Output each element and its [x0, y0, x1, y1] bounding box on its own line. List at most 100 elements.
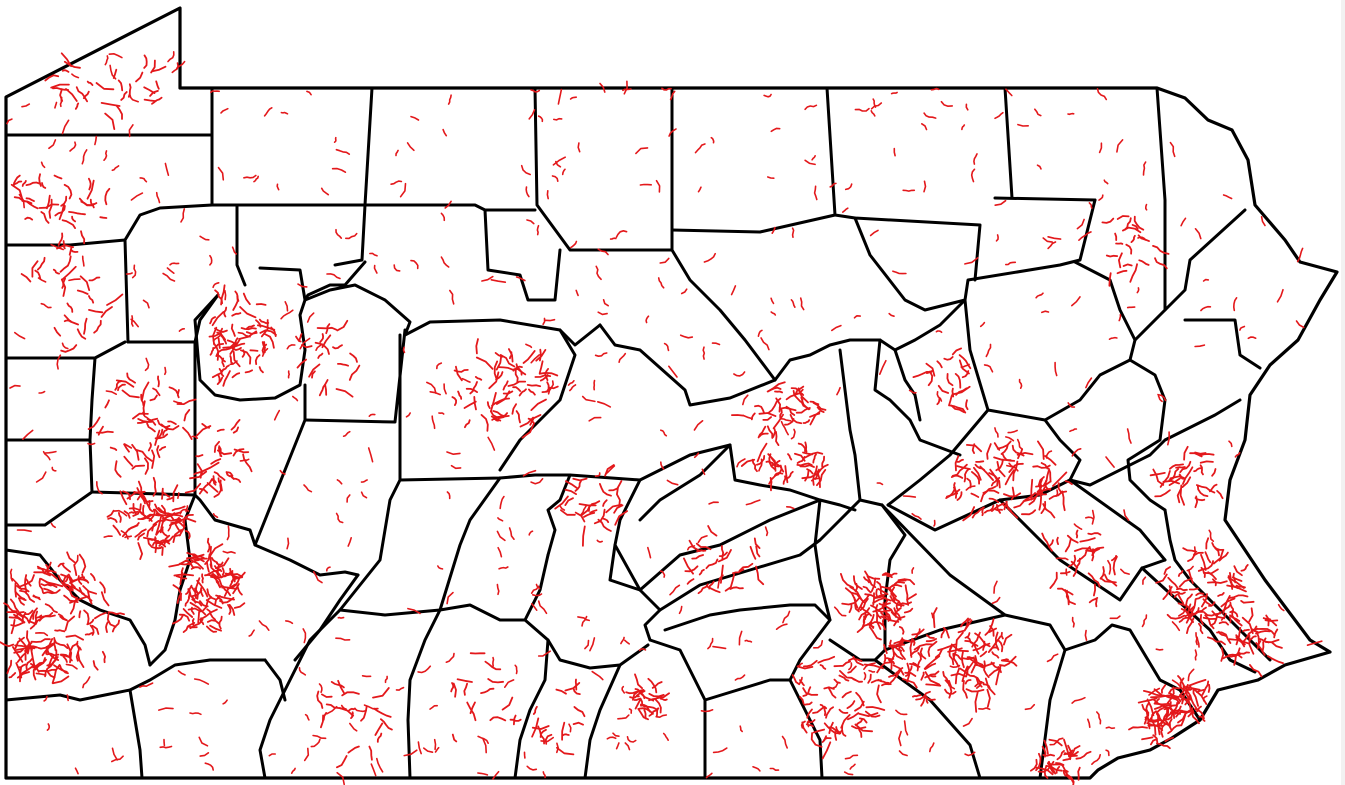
red-line-feature [217, 373, 221, 383]
red-line-feature [909, 638, 914, 658]
red-line-feature [913, 643, 934, 651]
red-line-feature [1187, 668, 1195, 682]
red-line-feature [1212, 578, 1217, 587]
red-line-feature [131, 464, 146, 470]
red-line-feature [1005, 261, 1017, 266]
red-line-feature [663, 342, 670, 352]
red-line-feature [914, 628, 921, 639]
red-line-feature [40, 161, 46, 169]
red-line-feature [1105, 456, 1115, 468]
red-line-feature [147, 442, 152, 452]
red-line-feature [1264, 619, 1278, 627]
red-line-feature [99, 216, 108, 219]
state-outline [4, 6, 1339, 780]
red-line-feature [157, 375, 160, 388]
red-line-feature [870, 577, 877, 593]
red-line-feature [957, 619, 973, 634]
red-line-feature [1095, 597, 1098, 608]
red-line-feature [520, 164, 531, 176]
red-line-feature [346, 494, 351, 503]
red-line-feature [974, 632, 991, 648]
red-line-feature [841, 729, 847, 737]
red-line-feature [126, 490, 146, 500]
red-line-feature [177, 670, 186, 676]
red-line-feature [749, 545, 757, 560]
red-line-feature [107, 611, 125, 616]
red-line-feature [360, 479, 368, 483]
red-line-feature [1211, 542, 1225, 551]
red-line-feature [693, 452, 700, 459]
red-line-feature [50, 243, 64, 251]
red-line-feature [1240, 651, 1250, 655]
red-line-feature [1041, 532, 1053, 552]
red-line-feature [201, 461, 220, 473]
red-line-feature [1031, 493, 1047, 500]
red-line-feature [1171, 621, 1181, 632]
red-line-feature [1198, 622, 1204, 635]
red-line-feature [1241, 616, 1254, 635]
red-line-feature [518, 388, 527, 397]
red-line-feature [964, 640, 979, 647]
red-line-feature [812, 705, 826, 714]
red-line-feature [572, 477, 588, 482]
red-line-feature [1194, 451, 1207, 455]
red-line-feature [936, 397, 941, 406]
red-line-feature [552, 156, 566, 166]
red-line-feature [231, 312, 242, 317]
red-line-feature [889, 639, 894, 650]
red-line-feature [736, 458, 746, 468]
red-line-feature [1234, 452, 1241, 458]
red-line-feature [881, 573, 893, 579]
red-line-feature [842, 207, 849, 213]
red-line-feature [974, 681, 983, 688]
red-line-feature [1235, 627, 1242, 646]
red-line-feature [1120, 568, 1130, 575]
red-line-feature [536, 224, 540, 236]
red-line-feature [1141, 614, 1148, 628]
red-line-feature [123, 443, 133, 449]
red-line-feature [930, 87, 940, 91]
red-line-feature [974, 463, 986, 471]
red-line-feature [117, 383, 126, 392]
red-line-feature [1267, 655, 1284, 664]
red-line-feature [1228, 594, 1249, 599]
red-line-feature [65, 634, 84, 641]
red-line-feature [599, 82, 606, 93]
red-line-feature [25, 197, 35, 202]
red-line-feature [564, 497, 574, 506]
red-line-feature [185, 505, 189, 513]
red-line-feature [402, 346, 406, 354]
red-line-feature [103, 535, 113, 538]
red-line-feature [786, 506, 795, 510]
red-line-feature [236, 584, 243, 596]
red-line-feature [213, 440, 220, 453]
red-line-feature [1005, 88, 1013, 97]
red-line-feature [1126, 428, 1132, 444]
red-line-feature [22, 429, 34, 440]
red-line-feature [209, 543, 224, 557]
red-line-feature [1166, 695, 1182, 703]
red-line-feature [108, 53, 123, 59]
red-line-feature [167, 522, 174, 532]
red-line-feature [882, 572, 892, 577]
red-line-feature [1017, 123, 1029, 127]
red-line-feature [892, 270, 907, 275]
red-line-feature [988, 472, 1001, 489]
red-line-feature [308, 363, 321, 378]
red-line-feature [336, 755, 348, 769]
red-line-feature [1153, 702, 1171, 706]
red-line-feature [1071, 696, 1086, 704]
red-line-feature [178, 518, 186, 537]
red-line-feature [128, 124, 134, 138]
red-line-feature [490, 392, 497, 413]
red-line-feature [171, 62, 179, 74]
red-line-feature [1088, 597, 1099, 604]
red-line-feature [920, 671, 925, 681]
red-line-feature [487, 678, 504, 684]
red-line-feature [228, 603, 236, 616]
red-line-feature [769, 767, 780, 771]
red-line-feature [964, 257, 979, 265]
red-line-feature [488, 371, 500, 390]
red-line-feature [59, 96, 63, 108]
